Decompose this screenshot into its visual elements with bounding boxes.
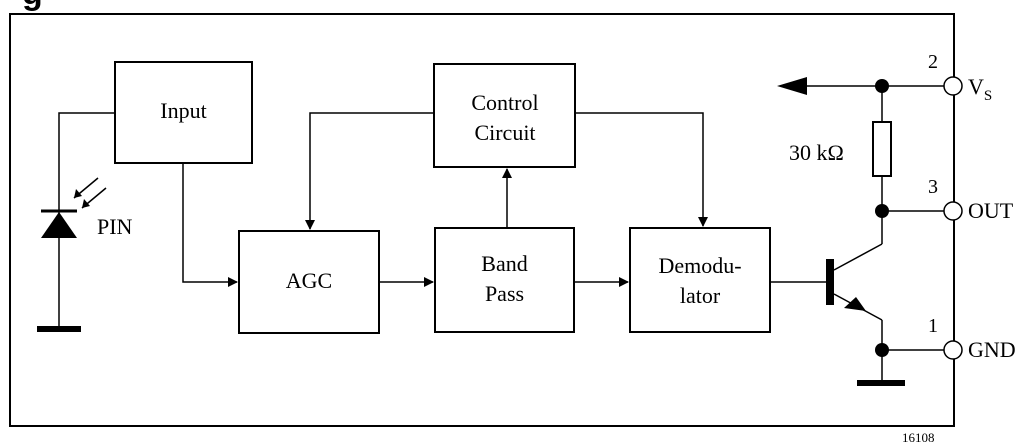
demod-label-line2: lator: [680, 283, 721, 308]
resistor-label: 30 kΩ: [789, 140, 844, 165]
pin-name: GND: [968, 337, 1016, 362]
control-label-line2: Circuit: [474, 120, 535, 145]
input-block: Input: [114, 61, 253, 164]
figure-number: 16108: [902, 430, 935, 445]
arrow-control-to-agc: [305, 112, 434, 230]
bandpass-label-line1: Band: [481, 251, 527, 276]
emitter-arrow-icon: [844, 297, 866, 311]
demodulator-block: Demodu- lator: [629, 227, 771, 333]
control-label-line1: Control: [471, 90, 538, 115]
pin-out: 3 OUT: [928, 176, 1014, 223]
pin-number: 3: [928, 176, 938, 198]
demod-label-line1: Demodu-: [658, 253, 741, 278]
arrow-input-to-agc: [182, 163, 238, 287]
signal-wires: [182, 112, 708, 287]
photodiode-triangle-icon: [41, 212, 77, 238]
band-pass-block: Band Pass: [434, 227, 575, 333]
resistor-icon: [872, 121, 892, 177]
pin-label: PIN: [97, 214, 133, 239]
pin-photodiode: PIN: [37, 112, 133, 332]
pin-vs: 2 VS: [928, 51, 992, 104]
pin-name: VS: [968, 74, 992, 104]
agc-label: AGC: [286, 268, 332, 293]
bandpass-label-line2: Pass: [485, 281, 524, 306]
vs-arrow-icon: [777, 77, 807, 95]
control-circuit-block: Control Circuit: [433, 63, 576, 168]
pin-number: 2: [928, 51, 938, 73]
pin-gnd: 1 GND: [928, 315, 1016, 362]
pin-ground-icon: [37, 326, 81, 332]
heading-fragment: g: [22, 0, 43, 12]
pin-number: 1: [928, 315, 938, 337]
transistor-base-icon: [826, 259, 834, 305]
ground-icon: [857, 380, 905, 386]
arrow-control-to-demod: [575, 112, 708, 227]
input-label: Input: [160, 98, 206, 123]
pin-name: OUT: [968, 198, 1014, 223]
agc-block: AGC: [238, 230, 380, 334]
output-stage: 30 kΩ: [770, 77, 944, 386]
